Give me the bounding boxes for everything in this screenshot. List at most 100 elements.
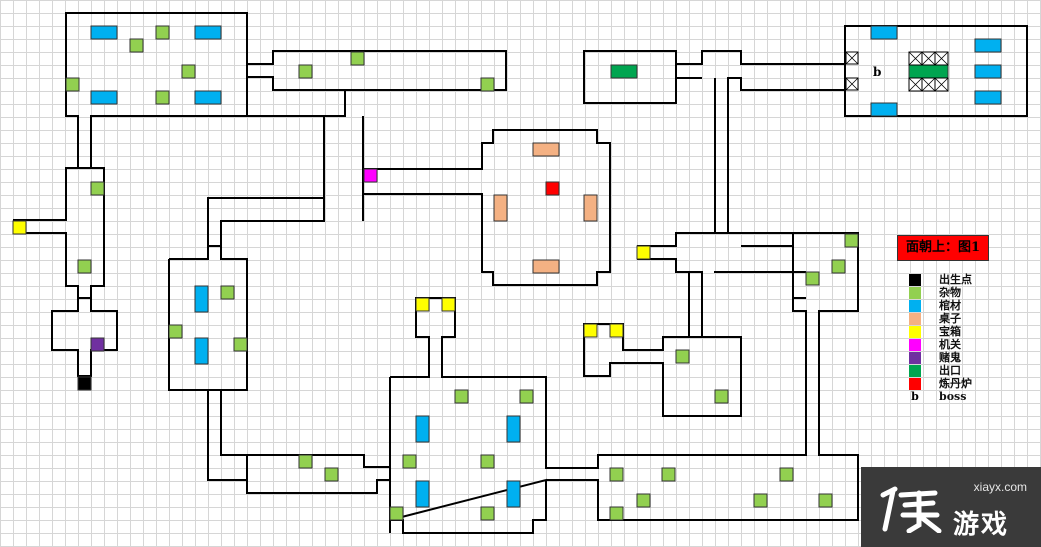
boss-marker: b	[873, 65, 882, 79]
map-wall-segment	[13, 167, 105, 299]
map-wall-segment	[583, 50, 677, 104]
gate-crossed-icon	[908, 51, 923, 66]
coffin-marker	[415, 480, 430, 508]
legend-row: 出口	[909, 364, 961, 377]
coffin-marker	[90, 25, 118, 40]
legend-label: 赌鬼	[939, 350, 961, 364]
legend-label: 炼丹炉	[939, 376, 972, 390]
misc-item-marker	[350, 51, 365, 66]
gate-crossed-icon	[934, 77, 949, 92]
legend-label: 机关	[939, 337, 961, 351]
gate-crossed-icon	[845, 77, 859, 91]
legend-swatch	[909, 364, 921, 377]
gate-crossed-icon	[921, 77, 936, 92]
coffin-marker	[974, 64, 1002, 79]
alchemy-furnace-marker	[545, 181, 560, 196]
legend-title: 面朝上：图1	[897, 235, 989, 261]
table-marker	[532, 142, 560, 157]
legend-swatch	[909, 299, 921, 312]
coffin-marker	[974, 90, 1002, 105]
watermark-logo: xiayx.com 游戏	[861, 467, 1041, 547]
table-marker	[583, 194, 598, 222]
coffin-marker	[506, 415, 521, 443]
misc-item-marker	[155, 25, 170, 40]
misc-item-marker	[402, 454, 417, 469]
legend-swatch	[909, 338, 921, 351]
gate-crossed-icon	[934, 51, 949, 66]
trap-switch-marker	[363, 168, 378, 183]
misc-item-marker	[65, 77, 80, 92]
misc-item-marker	[181, 64, 196, 79]
misc-item-marker	[324, 467, 339, 482]
legend-label: 出口	[939, 363, 961, 377]
coffin-marker	[870, 25, 898, 40]
gate-crossed-icon	[845, 51, 859, 65]
misc-item-marker	[77, 259, 92, 274]
misc-item-marker	[636, 493, 651, 508]
coffin-marker	[506, 480, 521, 508]
map-wall-segment	[65, 12, 507, 247]
legend-swatch	[909, 286, 921, 299]
gate-crossed-icon	[921, 51, 936, 66]
legend-label: 杂物	[939, 285, 961, 299]
misc-item-marker	[831, 259, 846, 274]
legend-row: 炼丹炉	[909, 377, 972, 390]
misc-item-marker	[661, 467, 676, 482]
legend-swatch	[909, 273, 921, 286]
spawn-point-marker	[77, 376, 92, 391]
misc-item-marker	[519, 389, 534, 404]
coffin-marker	[870, 102, 898, 117]
misc-item-marker	[818, 493, 833, 508]
legend-row: 棺材	[909, 299, 961, 312]
misc-item-marker	[220, 285, 235, 300]
legend-swatch	[909, 325, 921, 338]
misc-item-marker	[675, 349, 690, 364]
misc-item-marker	[714, 389, 729, 404]
watermark-url: xiayx.com	[973, 480, 1027, 494]
legend-swatch	[909, 377, 921, 390]
legend-row: 桌子	[909, 312, 961, 325]
misc-item-marker	[298, 64, 313, 79]
legend-label: 出生点	[939, 272, 972, 286]
legend-swatch	[909, 351, 921, 364]
misc-item-marker	[129, 38, 144, 53]
treasure-chest-marker	[12, 220, 27, 235]
misc-item-marker	[480, 77, 495, 92]
legend-label: 宝箱	[939, 324, 961, 338]
table-marker	[532, 259, 560, 274]
coffin-marker	[194, 285, 209, 313]
misc-item-marker	[753, 493, 768, 508]
misc-item-marker	[454, 389, 469, 404]
misc-item-marker	[805, 271, 820, 286]
map-wall-segment	[246, 454, 390, 494]
legend-boss-symbol: b	[911, 390, 919, 403]
misc-item-marker	[779, 467, 794, 482]
coffin-marker	[90, 90, 118, 105]
legend-row: 杂物	[909, 286, 961, 299]
logo-glyph-icon	[880, 486, 942, 533]
legend-row: 宝箱	[909, 325, 961, 338]
misc-item-marker	[168, 324, 183, 339]
exit-marker	[908, 64, 949, 79]
map-markers	[12, 25, 1002, 521]
legend-boss-label: boss	[939, 389, 967, 403]
treasure-chest-marker	[583, 323, 598, 338]
treasure-chest-marker	[636, 245, 651, 260]
treasure-chest-marker	[609, 323, 624, 338]
legend-row-boss: b boss	[909, 390, 966, 403]
legend-row: 赌鬼	[909, 351, 961, 364]
misc-item-marker	[609, 506, 624, 521]
map-wall-segment	[637, 232, 806, 337]
map-wall-segment	[389, 232, 859, 534]
coffin-marker	[194, 25, 222, 40]
map-legend: 面朝上：图1 出生点杂物棺材桌子宝箱机关赌鬼出口炼丹炉 b boss	[897, 235, 1032, 410]
misc-item-marker	[90, 181, 105, 196]
coffin-marker	[194, 90, 222, 105]
misc-item-marker	[480, 506, 495, 521]
misc-item-marker	[155, 90, 170, 105]
exit-marker	[610, 64, 638, 79]
misc-item-marker	[389, 506, 404, 521]
gambler-marker	[90, 337, 105, 352]
table-marker	[493, 194, 508, 222]
